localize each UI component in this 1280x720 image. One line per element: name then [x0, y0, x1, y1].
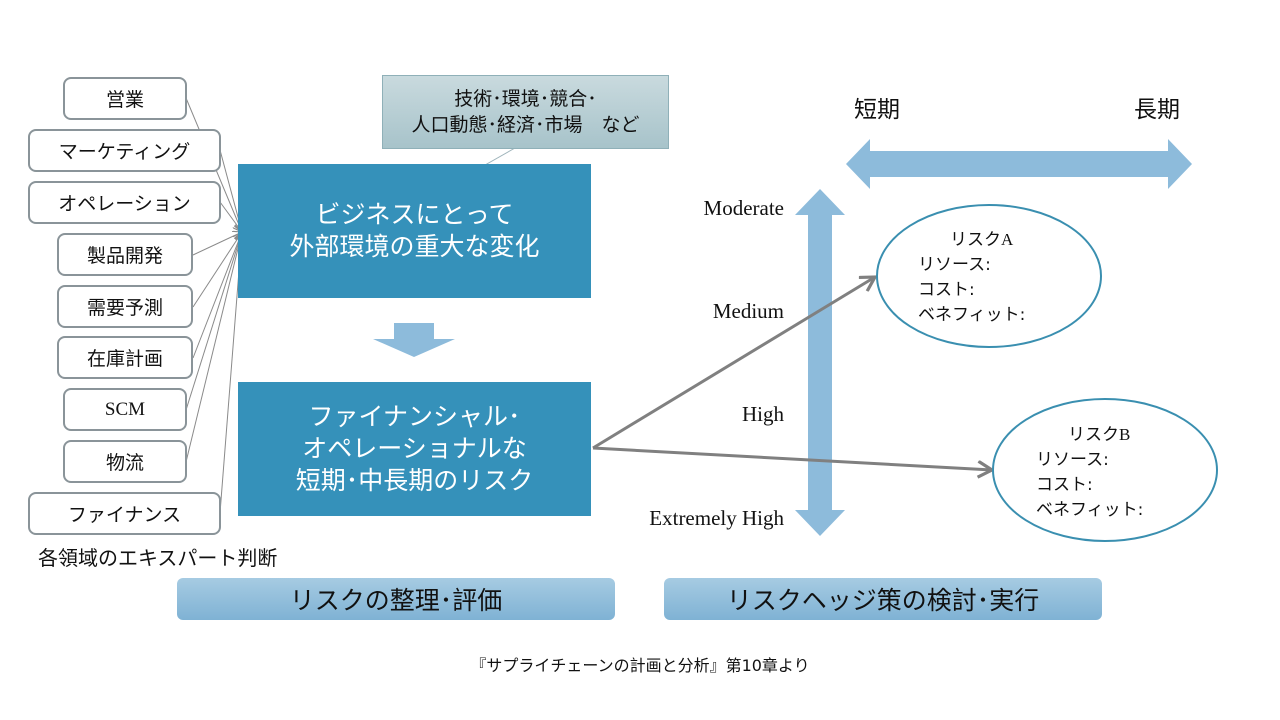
expert-box-operations: オペレーション	[28, 181, 221, 224]
expert-label: マーケティング	[58, 141, 191, 163]
environment-factors-line2: 人口動態･経済･市場 など	[411, 114, 640, 136]
expert-box-demand-forecast: 需要予測	[57, 285, 193, 328]
risk-summary-line1: ファイナンシャル･	[308, 402, 521, 431]
expert-label: 物流	[105, 452, 144, 474]
expert-box-product-development: 製品開発	[57, 233, 193, 276]
risk-a-ellipse	[876, 204, 1102, 348]
arrow-to-risk-a	[592, 277, 875, 450]
connector-line	[185, 232, 242, 463]
external-change-box: ビジネスにとって 外部環境の重大な変化	[238, 164, 591, 298]
phase-risk-hedging: リスクヘッジ策の検討･実行	[664, 578, 1102, 620]
external-change-line1: ビジネスにとって	[315, 200, 514, 229]
severity-axis-arrow	[795, 189, 845, 536]
external-change-line2: 外部環境の重大な変化	[289, 232, 540, 261]
environment-factors-line1: 技術･環境･競合･	[454, 88, 597, 110]
severity-label-extremely-high: Extremely High	[649, 506, 784, 530]
connector-line	[192, 232, 242, 359]
risk-b-cost: コスト:	[1036, 475, 1093, 495]
environment-factors-box: 技術･環境･競合･ 人口動態･経済･市場 など	[382, 75, 669, 149]
expert-label: 需要予測	[86, 297, 163, 319]
source-note: 『サプライチェーンの計画と分析』第10章より	[470, 656, 810, 675]
expert-judgment-caption: 各領域のエキスパート判断	[38, 546, 278, 570]
expert-box-marketing: マーケティング	[28, 129, 221, 172]
expert-label: SCM	[104, 398, 146, 420]
risk-summary-line2: オペレーショナルな	[302, 434, 527, 463]
risk-b-benefit: ベネフィット:	[1036, 500, 1144, 520]
risk-b-details: リスクB リソース: コスト: ベネフィット:	[1036, 422, 1143, 523]
risk-b-resource: リソース:	[1036, 450, 1109, 470]
short-term-label: 短期	[854, 97, 900, 123]
risk-a-details: リスクA リソース: コスト: ベネフィット:	[918, 227, 1025, 328]
long-term-label: 長期	[1134, 97, 1180, 123]
down-arrow-icon	[373, 323, 455, 357]
risk-a-title: リスクA	[950, 230, 1014, 250]
connector-line	[185, 232, 242, 411]
severity-label-high: High	[742, 402, 784, 426]
connector-line	[192, 232, 242, 308]
expert-label: 営業	[105, 89, 144, 111]
risk-a-resource: リソース:	[918, 255, 991, 275]
risk-a-benefit: ベネフィット:	[918, 305, 1026, 325]
risk-a-cost: コスト:	[918, 280, 975, 300]
phase-risk-assessment: リスクの整理･評価	[177, 578, 615, 620]
risk-summary-line3: 短期･中長期のリスク	[295, 466, 534, 495]
risk-b-ellipse	[992, 398, 1218, 542]
risk-b-title: リスクB	[1068, 425, 1131, 445]
arrow-to-risk-b	[592, 446, 992, 470]
severity-label-moderate: Moderate	[703, 196, 784, 220]
time-axis-arrow	[846, 139, 1192, 189]
severity-label-medium: Medium	[712, 299, 784, 323]
risk-summary-box: ファイナンシャル･ オペレーショナルな 短期･中長期のリスク	[238, 382, 591, 516]
expert-label: オペレーション	[58, 193, 191, 215]
expert-box-scm: SCM	[63, 388, 187, 431]
expert-label: 在庫計画	[86, 348, 163, 370]
expert-label: ファイナンス	[67, 504, 182, 526]
expert-box-sales: 営業	[63, 77, 187, 120]
phase-risk-assessment-label: リスクの整理･評価	[289, 586, 503, 615]
expert-box-logistics: 物流	[63, 440, 187, 483]
expert-label: 製品開発	[86, 245, 163, 267]
expert-box-inventory-planning: 在庫計画	[57, 336, 193, 379]
phase-risk-hedging-label: リスクヘッジ策の検討･実行	[726, 586, 1040, 615]
expert-box-finance: ファイナンス	[28, 492, 221, 535]
